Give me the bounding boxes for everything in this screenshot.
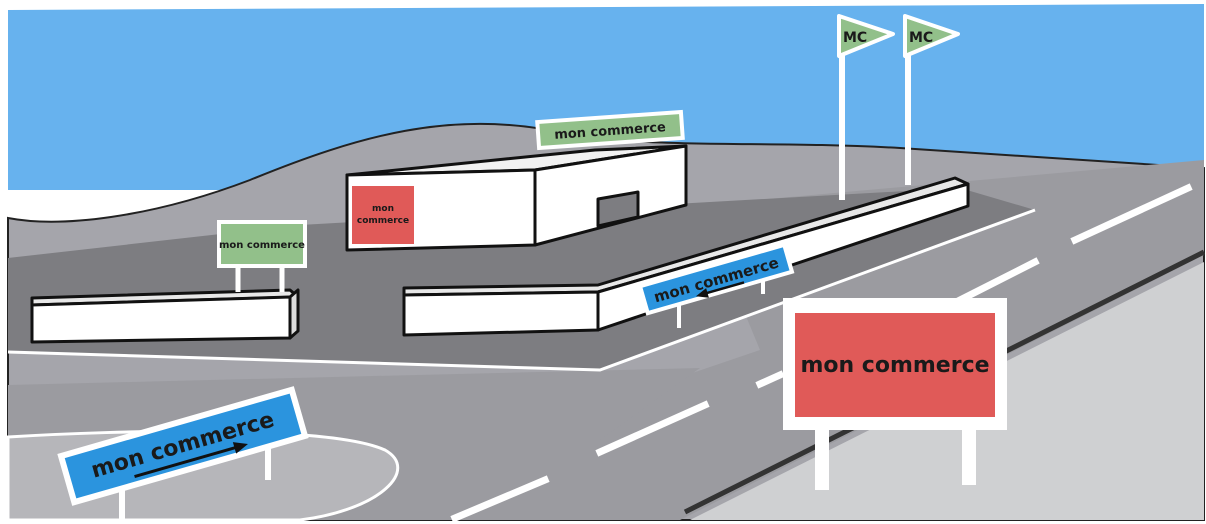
flag-1-label: MC (843, 30, 867, 46)
building-sign: mon commerce (352, 186, 414, 244)
flag-2: MC (903, 14, 960, 185)
left-wall (30, 288, 300, 344)
wall-sign-arrow-icon (703, 281, 745, 296)
big-sign: mon commerce (783, 298, 1007, 490)
flag-2-label: MC (909, 30, 933, 46)
flag-1: MC (837, 14, 895, 200)
store-door (596, 190, 640, 228)
building-sign-line2: commerce (357, 216, 409, 226)
front-sign-arrow-icon (134, 445, 237, 478)
building-sign-line1: mon (372, 204, 394, 214)
roof-sign: mon commerce (535, 109, 685, 151)
lane-markings (450, 183, 1193, 523)
big-sign-label: mon commerce (800, 353, 989, 378)
left-sign-label: mon commerce (219, 240, 305, 251)
lot-edge (7, 208, 1036, 372)
left-sign: mon commerce (217, 220, 307, 292)
